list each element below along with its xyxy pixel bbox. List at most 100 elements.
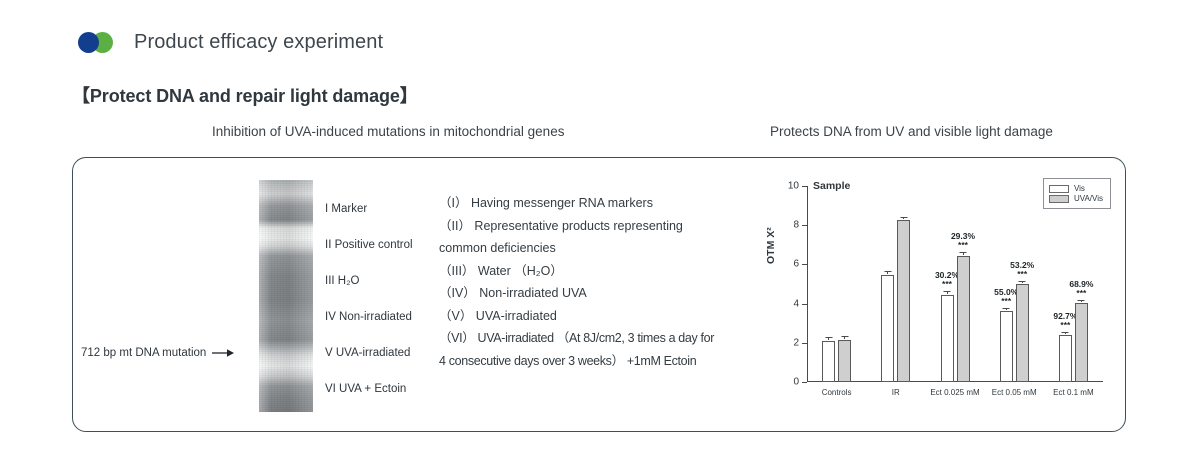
description-line: （IV） Non-irradiated UVA xyxy=(439,286,587,300)
gel-electrophoresis-image xyxy=(259,180,313,412)
chart-bar: 30.2%*** xyxy=(935,271,959,382)
chart-bar-group xyxy=(822,336,852,382)
chart-bar xyxy=(822,337,836,382)
chart-bar: 92.7%*** xyxy=(1053,311,1077,382)
content-panel: 712 bp mt DNA mutation I Marker II Posit… xyxy=(72,157,1126,432)
chart-bar-group: 30.2%***29.3%*** xyxy=(935,232,975,382)
chart-x-tick-label: IR xyxy=(891,388,900,397)
chart-annotation-stars: *** xyxy=(942,279,952,290)
description-line: common deficiencies xyxy=(439,241,556,255)
chart-x-tick-label: Ect 0.025 mM xyxy=(930,388,980,397)
gel-bands xyxy=(259,180,313,412)
chart-bar xyxy=(838,336,852,382)
chart-x-tick-label: Ect 0.1 mM xyxy=(1053,388,1094,397)
description-line: （V） UVA-irradiated xyxy=(439,308,557,323)
chart-y-tick-label: 0 xyxy=(793,376,799,388)
description-list: （I） Having messenger RNA markers （II） Re… xyxy=(439,192,769,372)
chart-bar-annotation: 92.7%*** xyxy=(1053,310,1078,330)
caption-right: Protects DNA from UV and visible light d… xyxy=(770,124,1053,139)
chart-error-bar xyxy=(1002,307,1010,311)
chart-bar: 29.3%*** xyxy=(951,232,975,382)
chart-y-tick-label: 10 xyxy=(787,180,799,192)
chart-y-tick xyxy=(802,303,807,305)
chart-bar xyxy=(881,270,895,382)
chart-y-tick xyxy=(802,264,807,266)
section-title: 【Protect DNA and repair light damage】 xyxy=(72,86,418,106)
chart-error-bar xyxy=(825,337,833,340)
chart-annotation-percent: 92.7% xyxy=(1053,310,1078,321)
chart-legend-item: UVA/Vis xyxy=(1048,194,1103,203)
chart-bar: 53.2%*** xyxy=(1010,261,1034,382)
chart-bar-annotation: 55.0%*** xyxy=(994,286,1019,306)
description-line: （II） Representative products representin… xyxy=(439,218,683,233)
chart-legend-swatch xyxy=(1048,194,1069,203)
chart-annotation-percent: 30.2% xyxy=(934,270,960,281)
chart-bar: 55.0%*** xyxy=(994,287,1018,382)
gel-lane-label-6: VI UVA + Ectoin xyxy=(325,383,407,395)
chart-annotation-percent: 53.2% xyxy=(1010,260,1035,271)
chart-legend-label: Vis xyxy=(1073,184,1085,193)
chart-y-tick-label: 8 xyxy=(793,219,799,231)
chart-error-bar xyxy=(959,252,967,255)
chart-annotation-stars: *** xyxy=(1017,269,1028,280)
chart-legend-swatch xyxy=(1048,184,1069,193)
chart-sample-label: Sample xyxy=(813,180,851,192)
chart-legend-item: Vis xyxy=(1048,184,1103,193)
chart-x-axis-line xyxy=(807,381,1103,382)
chart-bar-annotation: 30.2%*** xyxy=(934,270,960,290)
gel-lane-label-3: III H₂O xyxy=(325,275,360,287)
chart-error-bar xyxy=(900,217,908,220)
gel-lane-label-5: V UVA-irradiated xyxy=(325,347,411,359)
chart-bar: 68.9%*** xyxy=(1069,279,1093,382)
chart-bar-annotation: 53.2%*** xyxy=(1010,260,1035,280)
chart-annotation-percent: 55.0% xyxy=(994,286,1019,297)
chart-annotation-stars: *** xyxy=(1076,287,1087,298)
chart-bar-annotation: 68.9%*** xyxy=(1069,278,1094,298)
description-line: （I） Having messenger RNA markers xyxy=(439,196,653,210)
gel-annotation-label: 712 bp mt DNA mutation xyxy=(81,347,207,359)
chart-y-axis-line xyxy=(807,186,808,382)
chart-error-bar xyxy=(1018,281,1026,283)
description-line: （III） Water （H₂O） xyxy=(439,263,563,278)
chart-bar xyxy=(897,217,911,382)
page-header: Product efficacy experiment xyxy=(78,30,383,54)
description-line: （VI） UVA-irradiated （At 8J/cm2, 3 times … xyxy=(439,331,715,345)
logo-dots-icon xyxy=(78,30,118,54)
gel-lane-label-4: IV Non-irradiated xyxy=(325,311,412,323)
chart-y-axis-title: OTM X² xyxy=(765,227,777,264)
gel-annotation: 712 bp mt DNA mutation xyxy=(81,347,235,359)
gel-lane-label-1: I Marker xyxy=(325,203,368,215)
chart-y-tick xyxy=(802,342,807,344)
chart-annotation-stars: *** xyxy=(1001,295,1012,306)
chart-x-tick-label: Ect 0.05 mM xyxy=(991,388,1037,397)
chart-y-tick-label: 4 xyxy=(793,298,799,310)
chart-annotation-percent: 68.9% xyxy=(1069,278,1094,289)
chart-error-bar xyxy=(943,291,951,294)
chart-bar-group xyxy=(881,217,911,382)
chart-y-tick-label: 6 xyxy=(793,258,799,270)
chart-annotation-stars: *** xyxy=(1060,319,1071,330)
chart-bar-annotation: 29.3%*** xyxy=(950,231,976,251)
page-title: Product efficacy experiment xyxy=(134,30,384,53)
caption-left: Inhibition of UVA-induced mutations in m… xyxy=(212,124,565,139)
chart-y-tick xyxy=(802,225,807,227)
gel-lane-label-2: II Positive control xyxy=(325,239,413,251)
chart-annotation-percent: 29.3% xyxy=(950,231,976,242)
arrow-right-icon xyxy=(212,349,235,357)
chart-y-tick-label: 2 xyxy=(793,337,799,349)
chart-legend-label: UVA/Vis xyxy=(1073,194,1103,203)
description-line: 4 consecutive days over 3 weeks） +1mM Ec… xyxy=(439,353,697,368)
chart-bar-group: 55.0%***53.2%*** xyxy=(994,261,1034,382)
chart-error-bar xyxy=(884,270,892,275)
chart-error-bar xyxy=(1077,299,1085,303)
logo-dot-blue-icon xyxy=(78,32,99,53)
chart-annotation-stars: *** xyxy=(958,240,968,251)
chart-x-tick-label: Controls xyxy=(821,388,852,397)
chart-error-bar xyxy=(1061,331,1069,335)
chart-y-tick xyxy=(802,186,807,187)
chart-bar-group: 92.7%***68.9%*** xyxy=(1053,279,1093,382)
chart-error-bar xyxy=(841,336,849,339)
